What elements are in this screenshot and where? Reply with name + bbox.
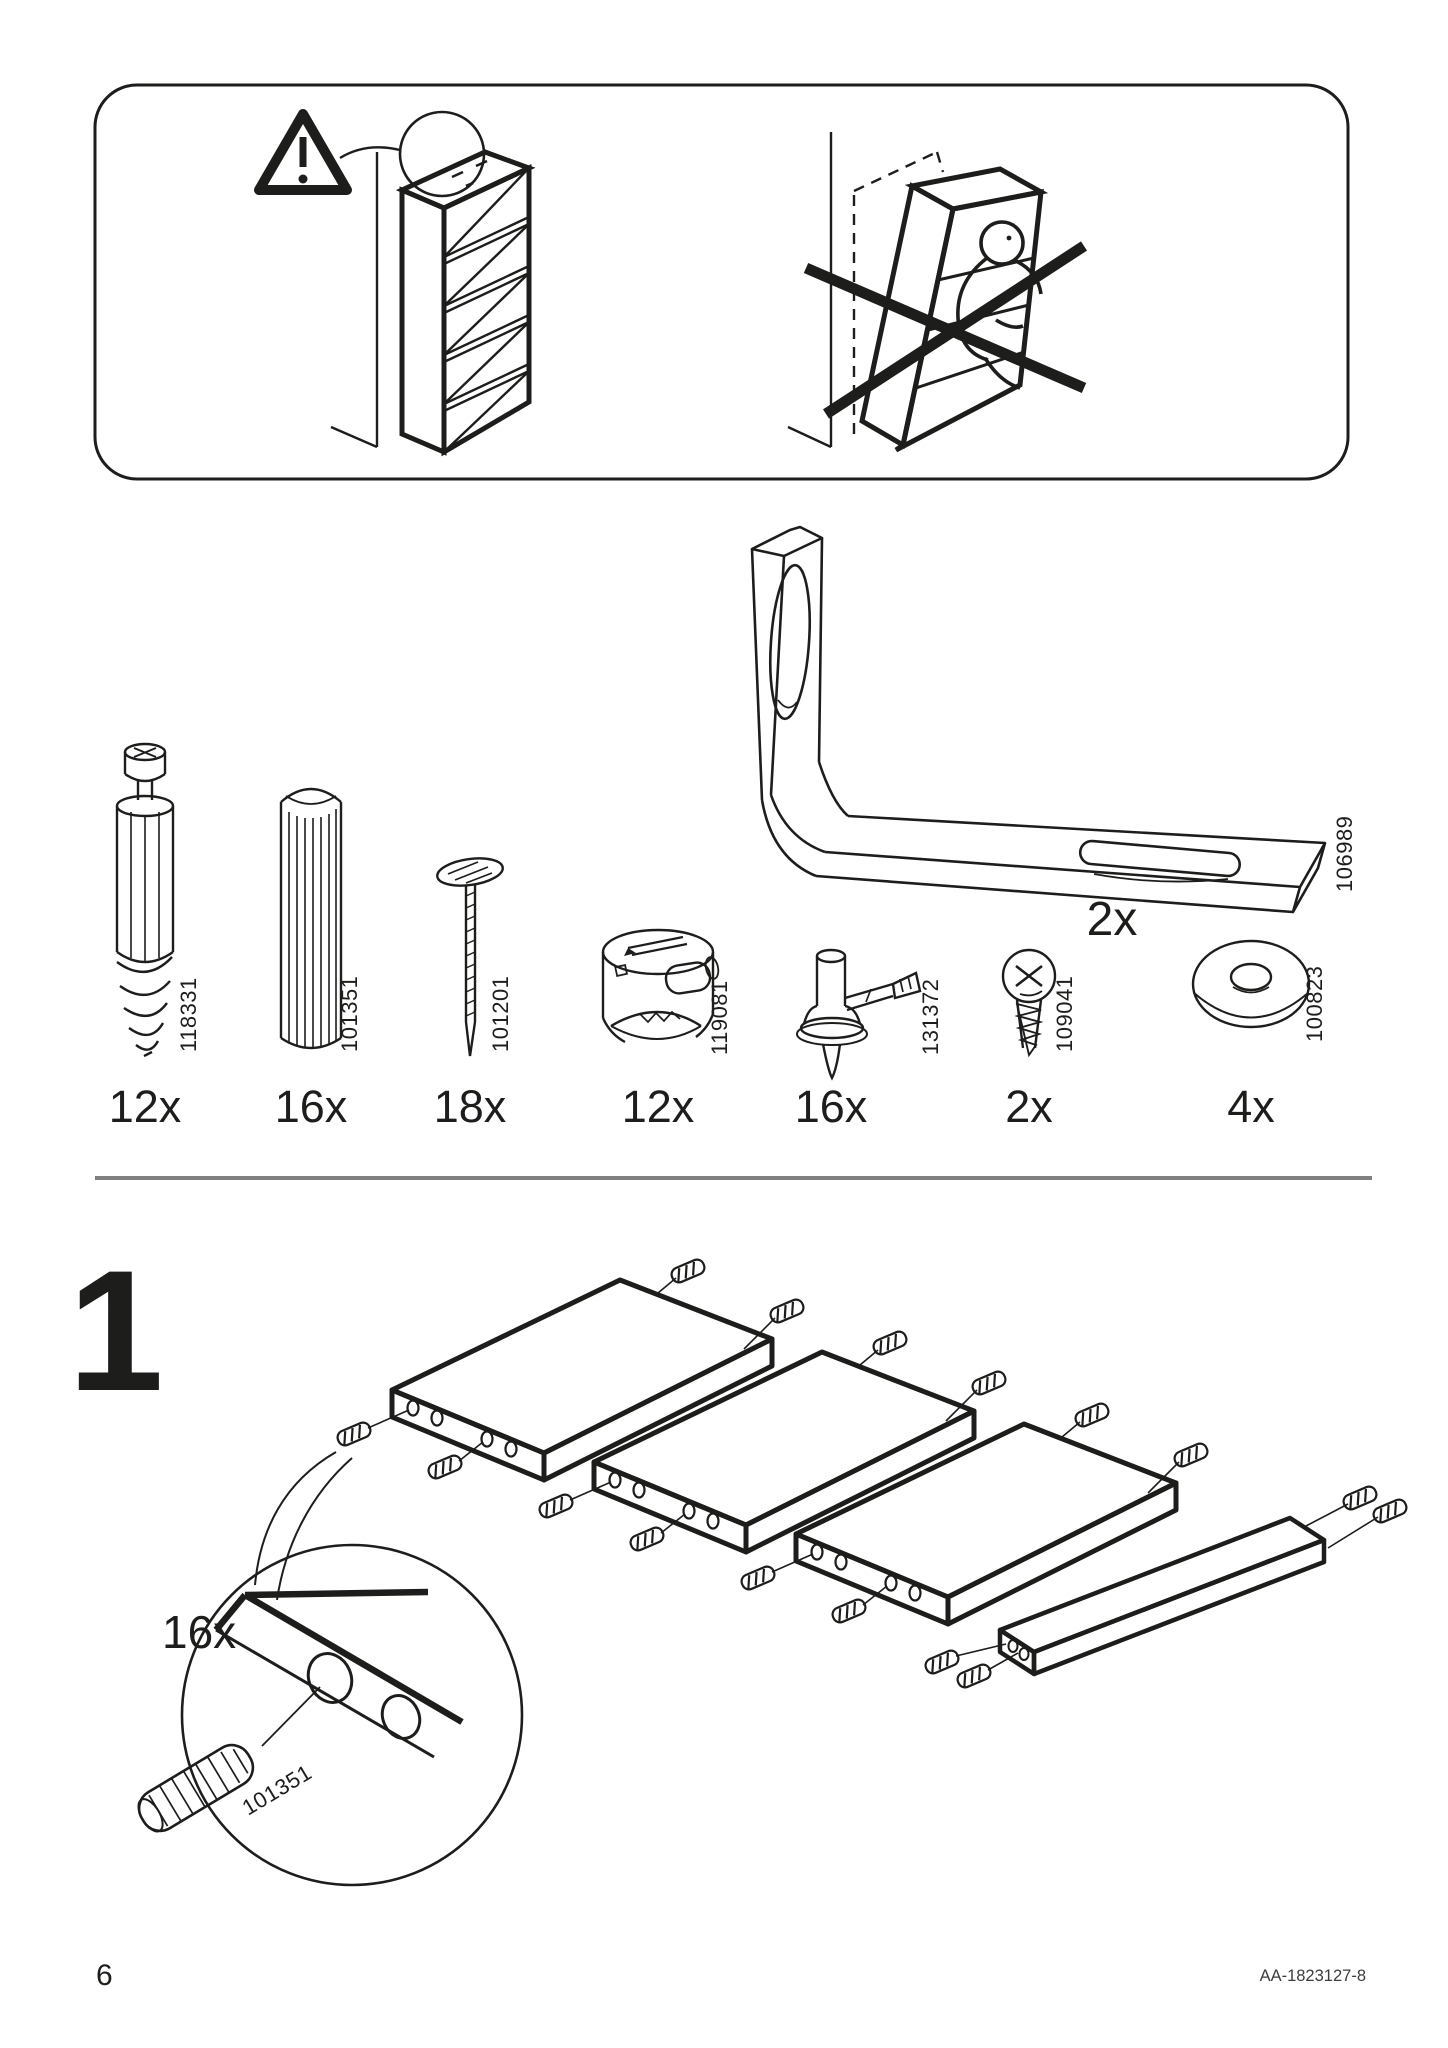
document-code: AA-1823127-8 xyxy=(1260,1967,1366,1985)
dowel-closeup xyxy=(137,1743,255,1833)
part-quantity: 12x xyxy=(109,1081,182,1132)
part-quantity: 2x xyxy=(1005,1081,1053,1132)
leader-curve xyxy=(339,146,401,160)
part-quantity: 4x xyxy=(1227,1081,1275,1132)
hardware-parts-row xyxy=(115,742,1311,1081)
shelf-panel xyxy=(335,1257,805,1480)
part-number: 101201 xyxy=(488,976,513,1052)
part-number: 100823 xyxy=(1302,966,1327,1042)
bookshelf-tilted xyxy=(859,166,1049,453)
washer-drawing xyxy=(1191,939,1311,1029)
part-quantity: 18x xyxy=(434,1081,507,1132)
step1-detail-callout xyxy=(137,1451,524,1887)
bookshelf-upright xyxy=(395,149,536,457)
step1-exploded-panels xyxy=(335,1257,1410,1691)
part-number: 118331 xyxy=(176,977,201,1052)
bracket-quantity: 2x xyxy=(1087,893,1138,946)
nail-drawing xyxy=(436,857,504,1057)
part-number: 109041 xyxy=(1052,976,1077,1052)
warning-box-border xyxy=(93,83,1350,481)
wooden-dowel-drawing xyxy=(279,787,343,1050)
climbing-child-figure xyxy=(956,220,1043,390)
floor-line xyxy=(330,425,378,449)
pan-head-screw-drawing xyxy=(1001,948,1057,1058)
double-ended-screw-drawing xyxy=(115,742,175,1058)
page-number: 6 xyxy=(96,1959,113,1992)
bookshelf-upright-illustration xyxy=(254,109,536,457)
detail-part-number: 101351 xyxy=(238,1759,316,1820)
shelf-pin-drawing xyxy=(796,948,922,1081)
bracket-part-number: 106989 xyxy=(1332,816,1357,892)
warning-triangle-icon xyxy=(254,109,352,195)
warning-box xyxy=(93,83,1350,481)
part-number: 131372 xyxy=(918,979,943,1055)
narrow-strip-panel xyxy=(922,1483,1410,1691)
detail-circle xyxy=(180,1543,524,1887)
prohibition-x-icon xyxy=(803,241,1088,419)
step-number: 1 xyxy=(68,1235,164,1427)
detail-quantity: 16x xyxy=(162,1606,236,1658)
part-quantity: 16x xyxy=(795,1081,868,1132)
part-quantity: 12x xyxy=(622,1081,695,1132)
wall-anchor-bracket xyxy=(750,525,1327,914)
part-number: 101351 xyxy=(337,976,362,1052)
inspection-circle xyxy=(398,110,486,198)
part-number: 119081 xyxy=(707,980,732,1055)
floor-line xyxy=(787,425,832,449)
part-quantity: 16x xyxy=(275,1081,348,1132)
bookshelf-shelves xyxy=(443,169,530,451)
cam-lock-drawing xyxy=(601,928,720,1044)
bookshelf-tilted-illustration xyxy=(787,132,1088,453)
panel-corner-closeup xyxy=(213,1588,464,1725)
